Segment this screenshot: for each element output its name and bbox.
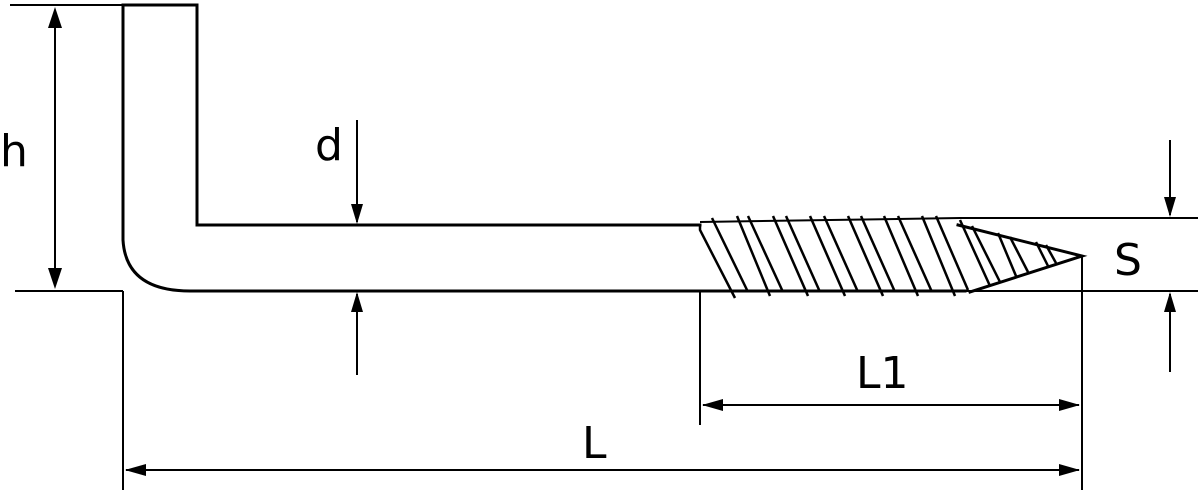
label-h: h — [0, 126, 28, 177]
extension-lines — [10, 4, 1198, 490]
hook-outline — [121, 3, 1088, 294]
dimension-l: L — [125, 418, 1080, 476]
label-l1: L1 — [856, 348, 909, 399]
label-s: S — [1114, 235, 1142, 286]
thread-section — [698, 215, 1058, 299]
dimension-l1: L1 — [702, 348, 1080, 411]
dimension-d: d — [315, 120, 363, 375]
dimension-s: S — [1114, 140, 1176, 372]
dimension-h: h — [0, 7, 62, 289]
label-l: L — [582, 418, 607, 469]
label-d: d — [315, 120, 343, 171]
